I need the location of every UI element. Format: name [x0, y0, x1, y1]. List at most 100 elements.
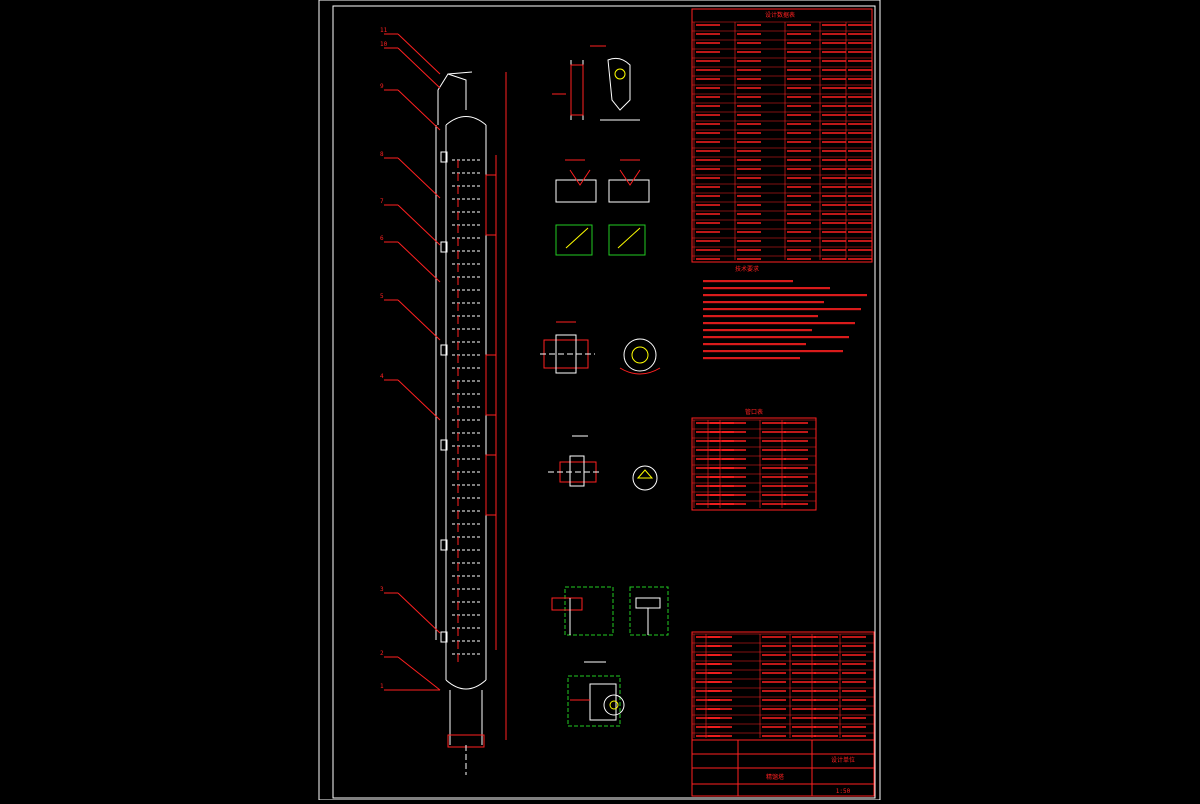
table-cell-text — [848, 231, 872, 233]
column-vessel — [435, 71, 507, 775]
leader-balloon: 6 — [380, 235, 384, 242]
table-cell-text — [848, 123, 872, 125]
table-cell-text — [737, 51, 761, 53]
table-cell-text — [848, 96, 872, 98]
table-cell-text — [762, 636, 786, 638]
table-cell-text — [787, 168, 811, 170]
table-cell-text — [737, 168, 761, 170]
table-cell-text — [822, 69, 846, 71]
company-name: 设计单位 — [831, 756, 855, 764]
table-cell-text — [822, 159, 846, 161]
table-cell-text — [822, 150, 846, 152]
detail-view-support-2 — [567, 661, 625, 727]
table-cell-text — [784, 458, 808, 460]
table-cell-text — [696, 60, 720, 62]
nozzle-table: 管口表 — [691, 408, 817, 511]
table-cell-text — [696, 24, 720, 26]
table-cell-text — [784, 431, 808, 433]
leader-balloon: 5 — [380, 293, 384, 300]
table-cell-text — [737, 69, 761, 71]
note-line — [703, 329, 812, 332]
table-cell-text — [848, 186, 872, 188]
table-cell-text — [842, 699, 866, 701]
design-data-table: 设计数据表 — [691, 8, 873, 263]
table-cell-text — [784, 503, 808, 505]
table-cell-text — [787, 177, 811, 179]
table-cell-text — [696, 42, 720, 44]
table-cell-text — [787, 249, 811, 251]
table-cell-text — [787, 105, 811, 107]
table-cell-text — [848, 60, 872, 62]
table-cell-text — [762, 645, 786, 647]
table-cell-text — [792, 654, 816, 656]
table-cell-text — [848, 69, 872, 71]
table-cell-text — [814, 672, 838, 674]
table-cell-text — [787, 213, 811, 215]
table-cell-text — [814, 663, 838, 665]
table-cell-text — [848, 195, 872, 197]
table-cell-text — [848, 141, 872, 143]
table-cell-text — [737, 204, 761, 206]
table-cell-text — [787, 78, 811, 80]
note-line — [703, 336, 849, 339]
table-cell-text — [848, 249, 872, 251]
table-cell-text — [737, 186, 761, 188]
table-cell-text — [784, 467, 808, 469]
title-block: 精馏塔 设计单位 1:50 — [691, 739, 875, 797]
side-bracket — [485, 174, 497, 236]
table-cell-text — [787, 24, 811, 26]
table-cell-text — [822, 222, 846, 224]
table-cell-text — [787, 33, 811, 35]
table-cell-text — [842, 663, 866, 665]
table-cell-text — [708, 672, 732, 674]
table-cell-text — [737, 231, 761, 233]
table-cell-text — [737, 114, 761, 116]
table-cell-text — [787, 60, 811, 62]
table-cell-text — [722, 485, 746, 487]
table-cell-text — [822, 186, 846, 188]
table-cell-text — [696, 51, 720, 53]
table-cell-text — [696, 141, 720, 143]
table-cell-text — [696, 186, 720, 188]
table-cell-text — [814, 681, 838, 683]
table-cell-text — [787, 123, 811, 125]
table-cell-text — [696, 177, 720, 179]
table-cell-text — [787, 159, 811, 161]
table-cell-text — [722, 494, 746, 496]
table-cell-text — [762, 422, 786, 424]
table-cell-text — [708, 681, 732, 683]
table-cell-text — [784, 485, 808, 487]
leader-balloon: 9 — [380, 83, 384, 90]
table-cell-text — [848, 114, 872, 116]
leader-line — [397, 157, 441, 199]
table-cell-text — [762, 476, 786, 478]
table-cell-text — [737, 159, 761, 161]
table-cell-text — [762, 699, 786, 701]
table-cell-text — [792, 735, 816, 737]
manhole-nozzle — [440, 344, 448, 356]
leader-balloon: 10 — [380, 41, 388, 48]
table-cell-text — [737, 195, 761, 197]
table-cell-text — [737, 213, 761, 215]
table-cell-text — [696, 231, 720, 233]
table-cell-text — [784, 476, 808, 478]
table-cell-text — [822, 177, 846, 179]
table-cell-text — [842, 645, 866, 647]
leader-line — [397, 592, 441, 634]
table-cell-text — [848, 78, 872, 80]
table-cell-text — [848, 24, 872, 26]
table-cell-text — [696, 123, 720, 125]
table-cell-text — [787, 42, 811, 44]
table-cell-text — [708, 708, 732, 710]
table-cell-text — [842, 681, 866, 683]
table-cell-text — [722, 449, 746, 451]
table-cell-text — [814, 726, 838, 728]
table-cell-text — [737, 258, 761, 260]
table-cell-text — [848, 51, 872, 53]
leader-line — [397, 379, 441, 421]
table-cell-text — [708, 735, 732, 737]
table-cell-text — [762, 708, 786, 710]
table-cell-text — [822, 195, 846, 197]
table-cell-text — [737, 60, 761, 62]
